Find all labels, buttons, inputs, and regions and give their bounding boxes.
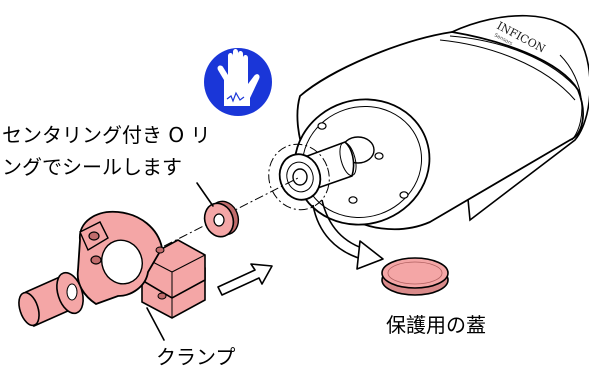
o-ring-leader-line bbox=[196, 182, 214, 207]
connecting-tube bbox=[18, 271, 84, 328]
clamp-hinge-pin-2 bbox=[90, 255, 102, 265]
clamp-hinge-pin bbox=[88, 231, 100, 241]
protective-cap-top bbox=[381, 257, 449, 289]
o-ring-hole bbox=[213, 213, 225, 227]
flange-disc-inner bbox=[286, 161, 314, 193]
clamp-bolt-hole-2 bbox=[157, 292, 167, 300]
cap-removal-arrow bbox=[312, 199, 384, 270]
protective-glove-icon bbox=[204, 48, 272, 116]
cap-arrow-curve bbox=[312, 204, 366, 261]
glove-cuff-line bbox=[226, 91, 245, 103]
o-ring-label-line-2: ングでシールします bbox=[2, 155, 182, 179]
clamp-ring-opening bbox=[101, 239, 143, 285]
gauge-screw-holes bbox=[317, 122, 409, 204]
gauge-seam-line bbox=[439, 39, 576, 101]
gauge-seam-line-2 bbox=[449, 35, 581, 93]
o-ring-label-line-1: センタリング付き O リ bbox=[2, 123, 210, 147]
clamp-label: クランプ bbox=[156, 345, 235, 369]
tube-end bbox=[18, 291, 40, 327]
assembly-direction-arrow bbox=[217, 263, 273, 296]
flange-tube-end bbox=[339, 141, 357, 177]
gauge-device: INFICON Sensors bbox=[293, 14, 589, 231]
assembly-center-axis bbox=[57, 176, 301, 301]
cap-arrow-head bbox=[356, 240, 384, 270]
clamp bbox=[76, 210, 206, 319]
protective-cap-label: 保護用の蓋 bbox=[386, 313, 486, 337]
flange-port bbox=[268, 141, 357, 211]
glove-shape bbox=[217, 49, 260, 106]
clamp-leader-line bbox=[146, 307, 165, 341]
flange-detail-circle bbox=[268, 143, 330, 211]
gauge-back-edge bbox=[559, 54, 583, 141]
centering-o-ring bbox=[203, 200, 240, 238]
protective-cap-top-rim bbox=[387, 261, 443, 285]
tube-flange-bore bbox=[66, 283, 78, 301]
flange-bore bbox=[292, 168, 308, 186]
protective-cap bbox=[381, 257, 449, 296]
clamp-bolt-hole bbox=[155, 246, 165, 254]
